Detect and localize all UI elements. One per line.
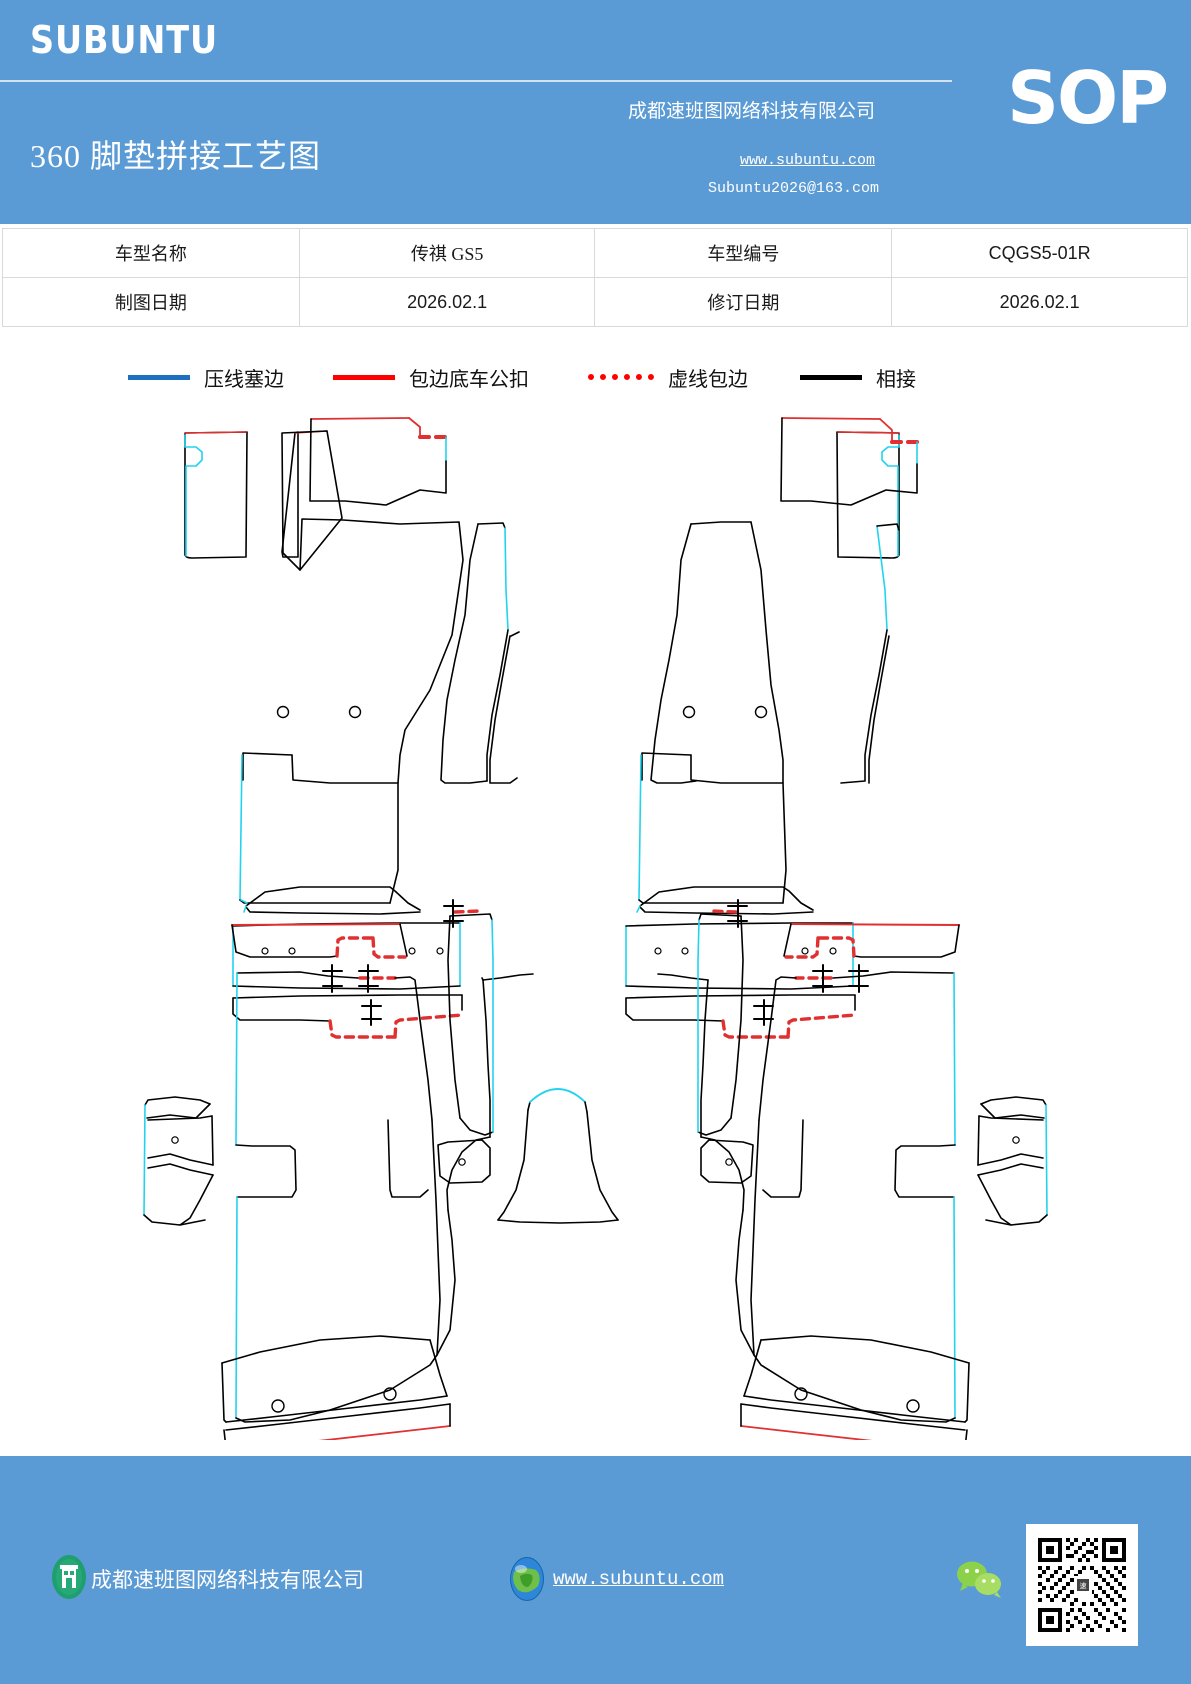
legend-swatch-blue-icon: [128, 374, 190, 380]
legend-label-dashed-binding: 虚线包边: [668, 368, 748, 391]
value-model-name: 传祺 GS5: [298, 228, 596, 278]
legend-label-binding-buckle: 包边底车公扣: [409, 368, 529, 391]
page-footer: 成都速班图网络科技有限公司 www.subuntu.com: [0, 1456, 1191, 1684]
legend-item-joint: 相接: [800, 358, 916, 396]
label-model-name: 车型名称: [2, 228, 300, 278]
svg-text:速: 速: [1080, 1582, 1087, 1590]
front-right-mat-group: [625, 417, 919, 1039]
legend: 压线塞边 包边底车公扣 虚线包边 相接: [0, 358, 1191, 396]
rear-left-sill: [221, 1335, 451, 1440]
label-model-code: 车型编号: [594, 228, 893, 278]
legend-label-joint: 相接: [876, 368, 916, 391]
legend-swatch-red-dashed-icon: [588, 374, 654, 380]
page-title: 360 脚垫拼接工艺图: [30, 138, 322, 174]
rear-right-mat-group: [657, 899, 1048, 1440]
table-row: 车型名称 传祺 GS5 车型编号 CQGS5-01R: [2, 228, 1188, 278]
legend-swatch-black-icon: [800, 374, 862, 380]
header-divider: [0, 80, 952, 82]
footer-company-name: 成都速班图网络科技有限公司: [91, 1568, 364, 1592]
qr-code: 速: [1026, 1524, 1138, 1646]
sop-badge: SOP: [1007, 56, 1169, 140]
vehicle-info-table: 车型名称 传祺 GS5 车型编号 CQGS5-01R 制图日期 2026.02.…: [2, 228, 1188, 327]
wechat-icon: [955, 1558, 1005, 1600]
header-website-link[interactable]: www.subuntu.com: [740, 152, 876, 169]
building-icon: [49, 1554, 89, 1600]
technical-drawing: [0, 400, 1191, 1440]
label-draw-date: 制图日期: [2, 277, 300, 327]
legend-swatch-red-icon: [333, 374, 395, 380]
legend-label-press-edge: 压线塞边: [204, 368, 284, 391]
header-email: Subuntu2026@163.com: [708, 180, 880, 197]
header-company-name: 成都速班图网络科技有限公司: [628, 101, 876, 122]
legend-item-binding-buckle: 包边底车公扣: [333, 358, 529, 396]
value-revision-date: 2026.02.1: [891, 277, 1188, 327]
mat-pattern-diagram: [143, 417, 1048, 1440]
footer-website-link[interactable]: www.subuntu.com: [553, 1568, 725, 1590]
page-header: SUBUNTU 360 脚垫拼接工艺图 成都速班图网络科技有限公司 www.su…: [0, 0, 1191, 224]
legend-item-press-edge: 压线塞边: [128, 358, 284, 396]
label-revision-date: 修订日期: [594, 277, 893, 327]
front-left-mat-group: [184, 417, 520, 1039]
globe-icon: [506, 1556, 548, 1602]
table-row: 制图日期 2026.02.1 修订日期 2026.02.1: [2, 277, 1188, 327]
value-draw-date: 2026.02.1: [298, 277, 596, 327]
legend-item-dashed-binding: 虚线包边: [588, 358, 748, 396]
center-tunnel-piece: [497, 1088, 619, 1224]
rear-left-upper-panel: [437, 899, 494, 1184]
brand-logo: SUBUNTU: [30, 18, 218, 62]
value-model-code: CQGS5-01R: [891, 228, 1188, 278]
